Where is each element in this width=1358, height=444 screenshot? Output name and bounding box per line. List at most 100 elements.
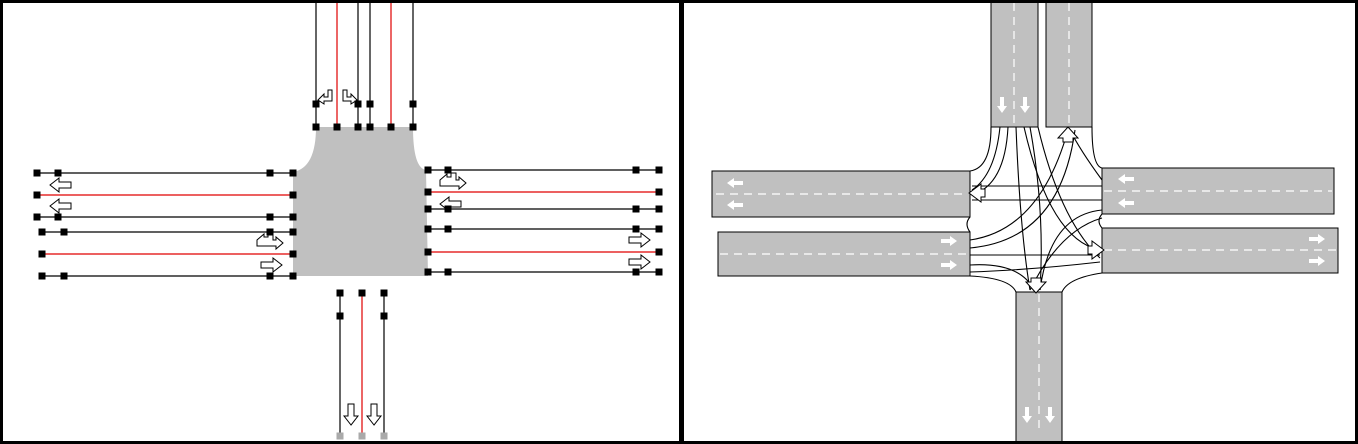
connection-arrow-icon [968, 183, 986, 203]
node-handle[interactable] [655, 166, 663, 174]
node-handle[interactable] [632, 205, 640, 213]
node-handle[interactable] [387, 123, 395, 131]
node-handle[interactable] [424, 248, 432, 256]
intersection-canvas [711, 3, 1339, 441]
right-arrow-icon [628, 253, 651, 271]
lane-arrow-icon [1022, 407, 1032, 423]
node-handle[interactable] [38, 272, 46, 280]
lane-arrow-icon [1118, 198, 1134, 208]
lane-arrow-icon [941, 260, 957, 270]
node-handle[interactable] [336, 289, 344, 297]
node-handle[interactable] [289, 191, 297, 199]
intersection-preview-panel [681, 0, 1358, 444]
node-handle[interactable] [632, 268, 640, 276]
lane-arrow-icon [1020, 97, 1030, 113]
node-handle[interactable] [380, 312, 388, 320]
node-handle[interactable] [60, 272, 68, 280]
connection-line [969, 129, 1069, 241]
node-handle[interactable] [424, 225, 432, 233]
node-handle[interactable] [33, 169, 41, 177]
right-arrow-icon [260, 256, 283, 274]
node-handle[interactable] [336, 432, 344, 440]
road-segment [717, 231, 971, 277]
node-handle[interactable] [424, 166, 432, 174]
node-handle[interactable] [424, 268, 432, 276]
node-handle[interactable] [655, 248, 663, 256]
node-handle[interactable] [444, 205, 452, 213]
down-arrow-icon [365, 403, 383, 426]
node-handle[interactable] [655, 188, 663, 196]
node-handle[interactable] [354, 123, 362, 131]
right-arrow-icon [628, 231, 651, 249]
node-handle[interactable] [289, 228, 297, 236]
node-handle[interactable] [655, 205, 663, 213]
node-handle[interactable] [266, 213, 274, 221]
node-handle[interactable] [333, 123, 341, 131]
lane-arrow-icon [1309, 256, 1325, 266]
node-handle[interactable] [444, 268, 452, 276]
node-handle[interactable] [33, 191, 41, 199]
node-handle[interactable] [38, 228, 46, 236]
lane-editor-panel[interactable] [0, 0, 682, 444]
connection-line [1037, 126, 1101, 259]
node-handle[interactable] [60, 228, 68, 236]
down-arrow-icon [342, 403, 360, 426]
node-handle[interactable] [312, 100, 320, 108]
left-arrow-icon [49, 176, 72, 194]
connection-arrow-icon [1087, 240, 1105, 260]
connection-line [1039, 209, 1103, 291]
node-handle[interactable] [54, 169, 62, 177]
node-handle[interactable] [380, 432, 388, 440]
connection-line [971, 126, 1001, 191]
node-handle[interactable] [409, 123, 417, 131]
node-handle[interactable] [409, 100, 417, 108]
turn-arrow-icon [256, 232, 284, 251]
connection-arrow-icon [1056, 126, 1080, 143]
node-handle[interactable] [289, 272, 297, 280]
lane-arrow-icon [727, 178, 743, 188]
turn-arrow-icon [342, 89, 358, 105]
connection-line [971, 126, 1009, 196]
node-handle[interactable] [336, 312, 344, 320]
node-handle[interactable] [266, 228, 274, 236]
node-handle[interactable] [289, 250, 297, 258]
connection-line [969, 129, 1076, 249]
lane-arrow-icon [941, 236, 957, 246]
turn-arrow-icon [317, 89, 333, 105]
connection-arrow-icon [1024, 277, 1048, 294]
connection-line [1029, 126, 1042, 291]
node-handle[interactable] [289, 213, 297, 221]
node-handle[interactable] [358, 432, 366, 440]
junction-area[interactable] [293, 127, 428, 276]
node-handle[interactable] [366, 123, 374, 131]
node-handle[interactable] [289, 169, 297, 177]
lane-arrow-icon [1118, 174, 1134, 184]
node-handle[interactable] [632, 166, 640, 174]
lane-graph-canvas[interactable] [3, 3, 679, 441]
turn-arrow-icon [439, 172, 467, 191]
node-handle[interactable] [632, 225, 640, 233]
node-handle[interactable] [655, 225, 663, 233]
node-handle[interactable] [266, 272, 274, 280]
node-handle[interactable] [444, 166, 452, 174]
node-handle[interactable] [54, 213, 62, 221]
connection-line [1023, 126, 1101, 251]
node-handle[interactable] [424, 205, 432, 213]
node-handle[interactable] [380, 289, 388, 297]
node-handle[interactable] [312, 123, 320, 131]
node-handle[interactable] [366, 100, 374, 108]
node-handle[interactable] [358, 289, 366, 297]
curb-edge [966, 126, 1103, 293]
connection-line [1015, 126, 1031, 291]
node-handle[interactable] [655, 268, 663, 276]
node-handle[interactable] [33, 213, 41, 221]
node-handle[interactable] [354, 100, 362, 108]
node-handle[interactable] [444, 225, 452, 233]
node-handle[interactable] [38, 250, 46, 258]
connection-line [969, 264, 1035, 291]
lane-arrow-icon [1309, 234, 1325, 244]
node-handle[interactable] [424, 188, 432, 196]
left-arrow-icon [49, 197, 72, 215]
node-handle[interactable] [266, 169, 274, 177]
lane-arrow-icon [997, 97, 1007, 113]
